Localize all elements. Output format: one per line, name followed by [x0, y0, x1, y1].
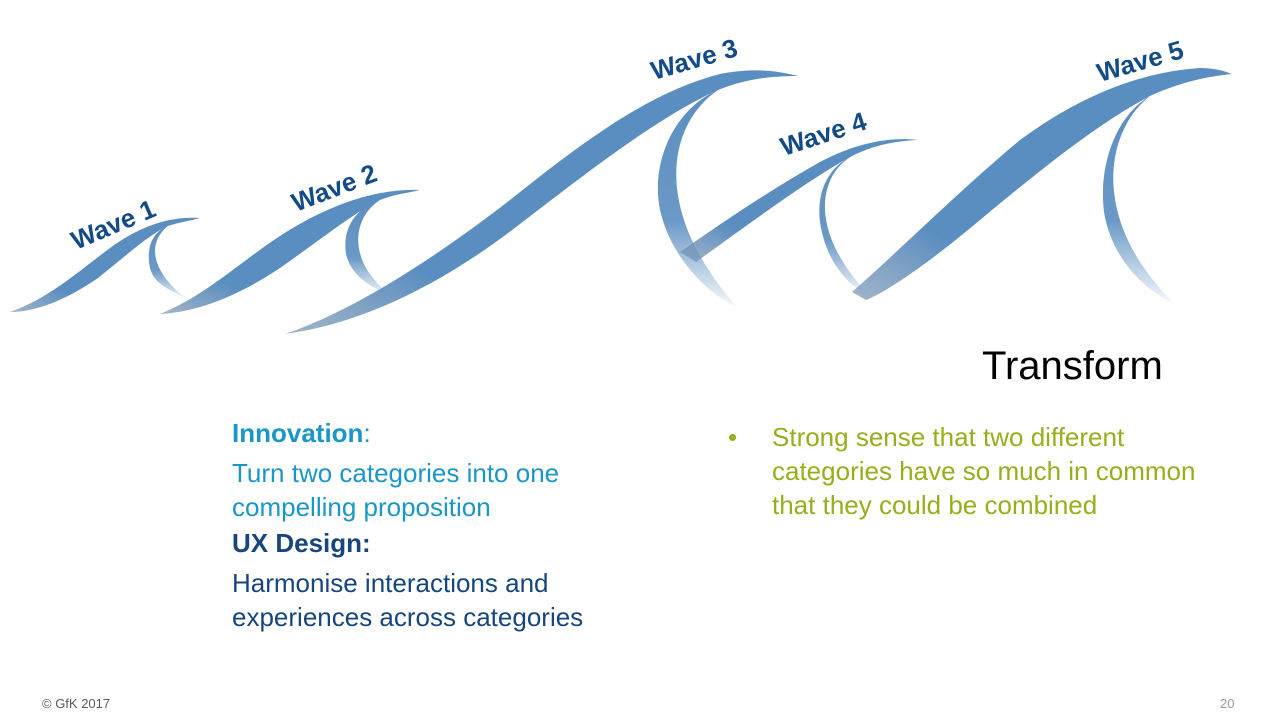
ux-design-text: Harmonise interactions and experiences a… [232, 568, 584, 632]
slide-title: Transform [982, 344, 1163, 388]
left-column: Innovation: Turn two categories into one… [232, 416, 652, 634]
bullet-icon: • [728, 422, 738, 452]
wave-2-crest [160, 189, 420, 314]
wave-5-curl [1102, 96, 1175, 304]
wave-1-crest [10, 217, 200, 312]
wave-1: Wave 1 [10, 193, 200, 312]
wave-1-curl [148, 226, 188, 300]
bullet-text: Strong sense that two different categori… [772, 422, 1196, 520]
page-number: 20 [1220, 696, 1235, 711]
wave-4-crest [680, 139, 918, 262]
innovation-text: Turn two categories into one compelling … [232, 458, 560, 522]
innovation-heading: Innovation [232, 418, 364, 448]
wave-5: Wave 5 [852, 34, 1232, 304]
wave-5-crest [852, 68, 1232, 300]
copyright-footer: © GfK 2017 [42, 696, 111, 711]
wave-4-curl [819, 156, 870, 296]
wave-2-curl [345, 200, 392, 296]
right-column-bullet: • Strong sense that two different catego… [726, 420, 1246, 522]
waves-illustration: Wave 1 Wave 2 Wave 3 Wave 4 Wave 5 [10, 32, 1232, 334]
wave-3-curl [657, 90, 738, 308]
wave-3-crest [285, 70, 798, 334]
innovation-colon: : [363, 418, 371, 448]
innovation-heading-line: Innovation: [232, 416, 652, 450]
ux-design-heading: UX Design: [232, 528, 371, 558]
